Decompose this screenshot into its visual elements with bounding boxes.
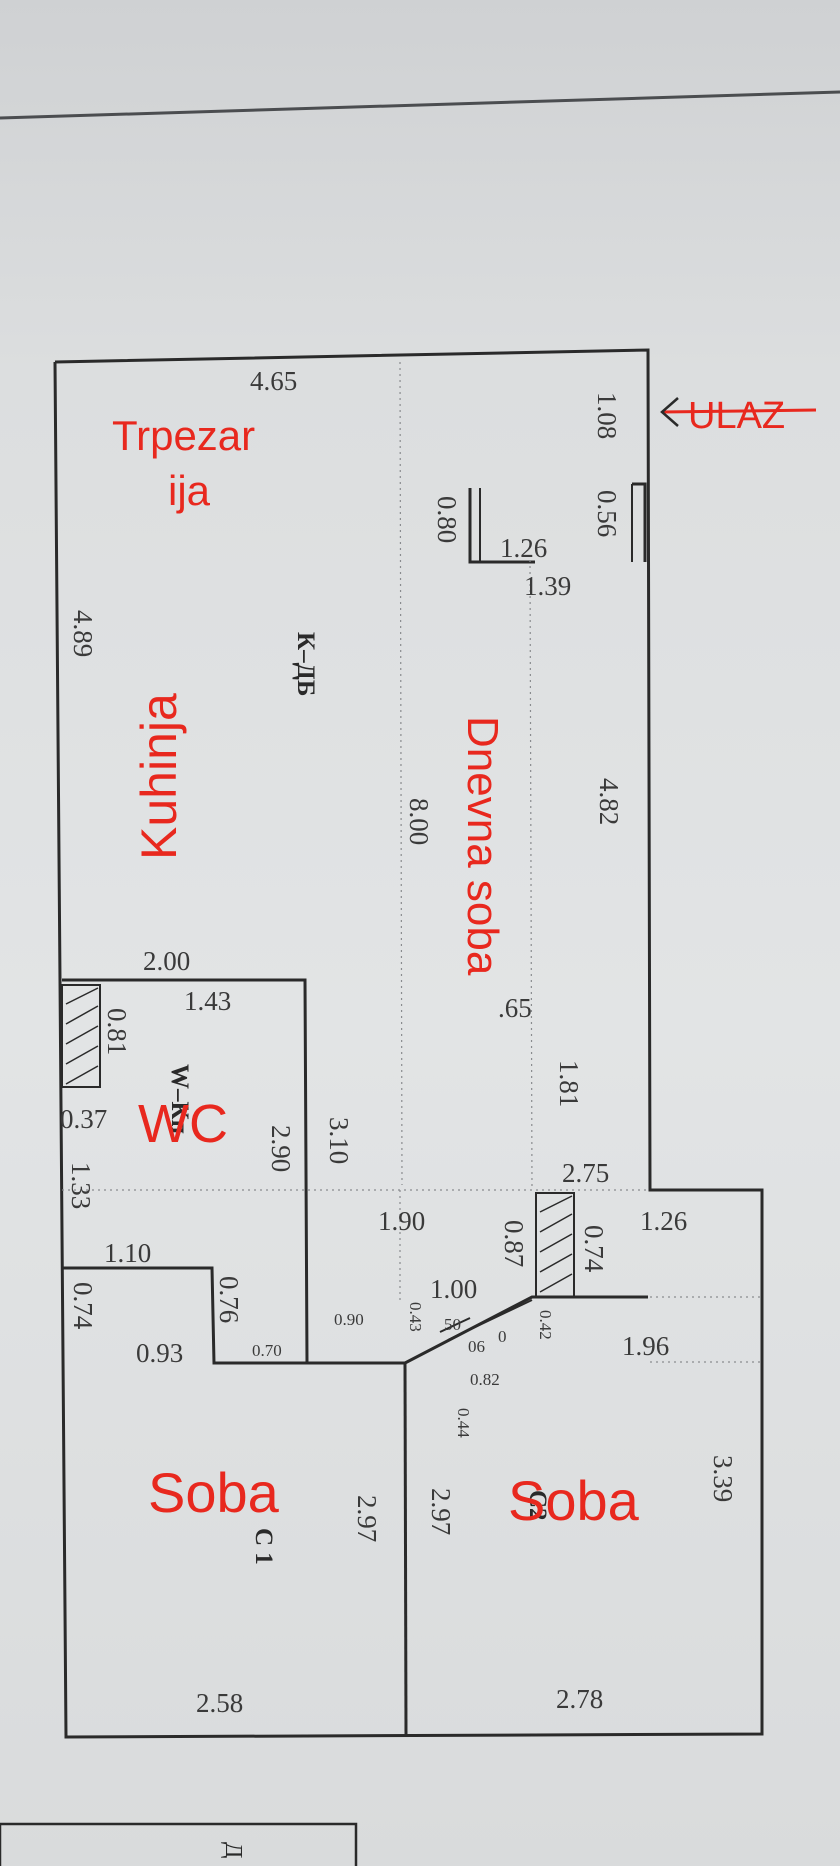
room-codes: К–ДБ W–Кп С 1 С2 (166, 632, 551, 1565)
shaft-box-left (61, 984, 101, 1088)
label-wc: WC (138, 1094, 228, 1154)
dim-living-seg: .65 (498, 993, 532, 1023)
dim-door-7: 0.42 (536, 1310, 555, 1340)
dim-door-2: 1.00 (430, 1274, 477, 1304)
label-entrance: ULAZ (688, 395, 785, 437)
outer-wall (53, 348, 764, 1739)
dim-entry-2: 0.56 (592, 490, 622, 537)
dim-shaft-4: 0.74 (579, 1225, 609, 1273)
room-divider (403, 1362, 408, 1737)
dim-small-4: 0.70 (252, 1341, 282, 1360)
dim-wc-side: 2.90 (266, 1125, 296, 1172)
small-dimension-labels: 0.70 0.90 0.43 50 06 0 0.42 0.82 0.44 (252, 1302, 555, 1438)
room-code-wc: W–Кп (166, 1064, 193, 1134)
door-marks (439, 1299, 533, 1341)
dim-room1-width: 2.58 (196, 1688, 243, 1718)
dim-hall-length: 3.10 (324, 1117, 354, 1164)
room-code-room2: С2 (524, 1490, 551, 1521)
dim-door-1: 0.90 (334, 1310, 364, 1329)
dim-entry-1: 1.08 (592, 392, 622, 439)
stamp-fragment: Д (0, 1822, 358, 1866)
hatching (65, 987, 573, 1293)
dimension-labels: 4.65 1.08 0.56 0.80 1.26 1.39 4.89 8.00 … (60, 366, 738, 1718)
closet-left (468, 488, 535, 564)
dim-right-seg: 1.81 (554, 1060, 584, 1107)
paper-edge (0, 90, 840, 120)
dim-left-wall: 4.89 (68, 610, 98, 657)
entrance-arrow-icon (660, 397, 679, 427)
dim-middle-length: 8.00 (404, 798, 434, 845)
dim-room2-top: 1.26 (640, 1206, 687, 1236)
dim-door-4: 50 (444, 1315, 461, 1334)
dim-shaft-3: 0.87 (499, 1220, 529, 1267)
red-annotations: Trpezar ija Kuhinja Dnevna soba WC Soba … (112, 395, 817, 1532)
dim-shaft-1: 0.81 (102, 1008, 132, 1055)
dim-door-3: 0.43 (406, 1302, 425, 1332)
dim-wc-top: 1.43 (184, 986, 231, 1016)
dim-top-width: 4.65 (250, 366, 297, 396)
dim-door-8: 0.82 (470, 1370, 500, 1389)
wc-wall (62, 978, 309, 1363)
label-living: Dnevna soba (458, 716, 507, 976)
dim-room2-height: 2.97 (426, 1488, 456, 1535)
label-room-left: Soba (148, 1461, 280, 1524)
dim-hall-width: 1.90 (378, 1206, 425, 1236)
dim-room2-width: 2.78 (556, 1684, 603, 1714)
dim-closet-depth: 0.80 (432, 496, 462, 543)
dotted-lines (62, 361, 762, 1363)
dim-closet-1: 1.26 (500, 533, 547, 563)
dim-small-2: 0.93 (136, 1338, 183, 1368)
dim-room2-side: 3.39 (708, 1455, 738, 1502)
shaft-box-right (535, 1192, 575, 1298)
dim-wc-height: 1.33 (66, 1162, 96, 1209)
label-room-right: Soba (508, 1469, 640, 1532)
room-code-room1: С 1 (250, 1528, 277, 1565)
room-code-kitchen-living: К–ДБ (292, 632, 319, 696)
dim-door-5: 06 (468, 1337, 485, 1356)
dim-right-step: 2.75 (562, 1158, 609, 1188)
dim-shaft-2: 0.37 (60, 1104, 107, 1134)
hall-corner (404, 1295, 648, 1365)
walls (53, 348, 764, 1739)
closet-right (632, 482, 647, 562)
label-dining-line1: Trpezar (112, 412, 255, 459)
dim-small-3: 0.76 (214, 1276, 244, 1323)
dim-kitchen-bottom: 2.00 (143, 946, 190, 976)
label-dining-line2: ija (168, 467, 211, 514)
dim-bath-width: 1.10 (104, 1238, 151, 1268)
dim-room1-height: 2.97 (352, 1495, 382, 1542)
bath-wall (62, 1266, 405, 1365)
label-kitchen: Kuhinja (131, 693, 187, 860)
dim-door-6: 0 (498, 1327, 507, 1346)
dim-right-wall: 4.82 (594, 778, 624, 825)
dim-small-1: 0.74 (68, 1282, 98, 1330)
entrance-strike (661, 408, 817, 414)
stamp-letter: Д (220, 1842, 246, 1858)
dim-room2-mid: 1.96 (622, 1331, 669, 1361)
dim-closet-2: 1.39 (524, 571, 571, 601)
dim-door-9: 0.44 (454, 1408, 473, 1438)
